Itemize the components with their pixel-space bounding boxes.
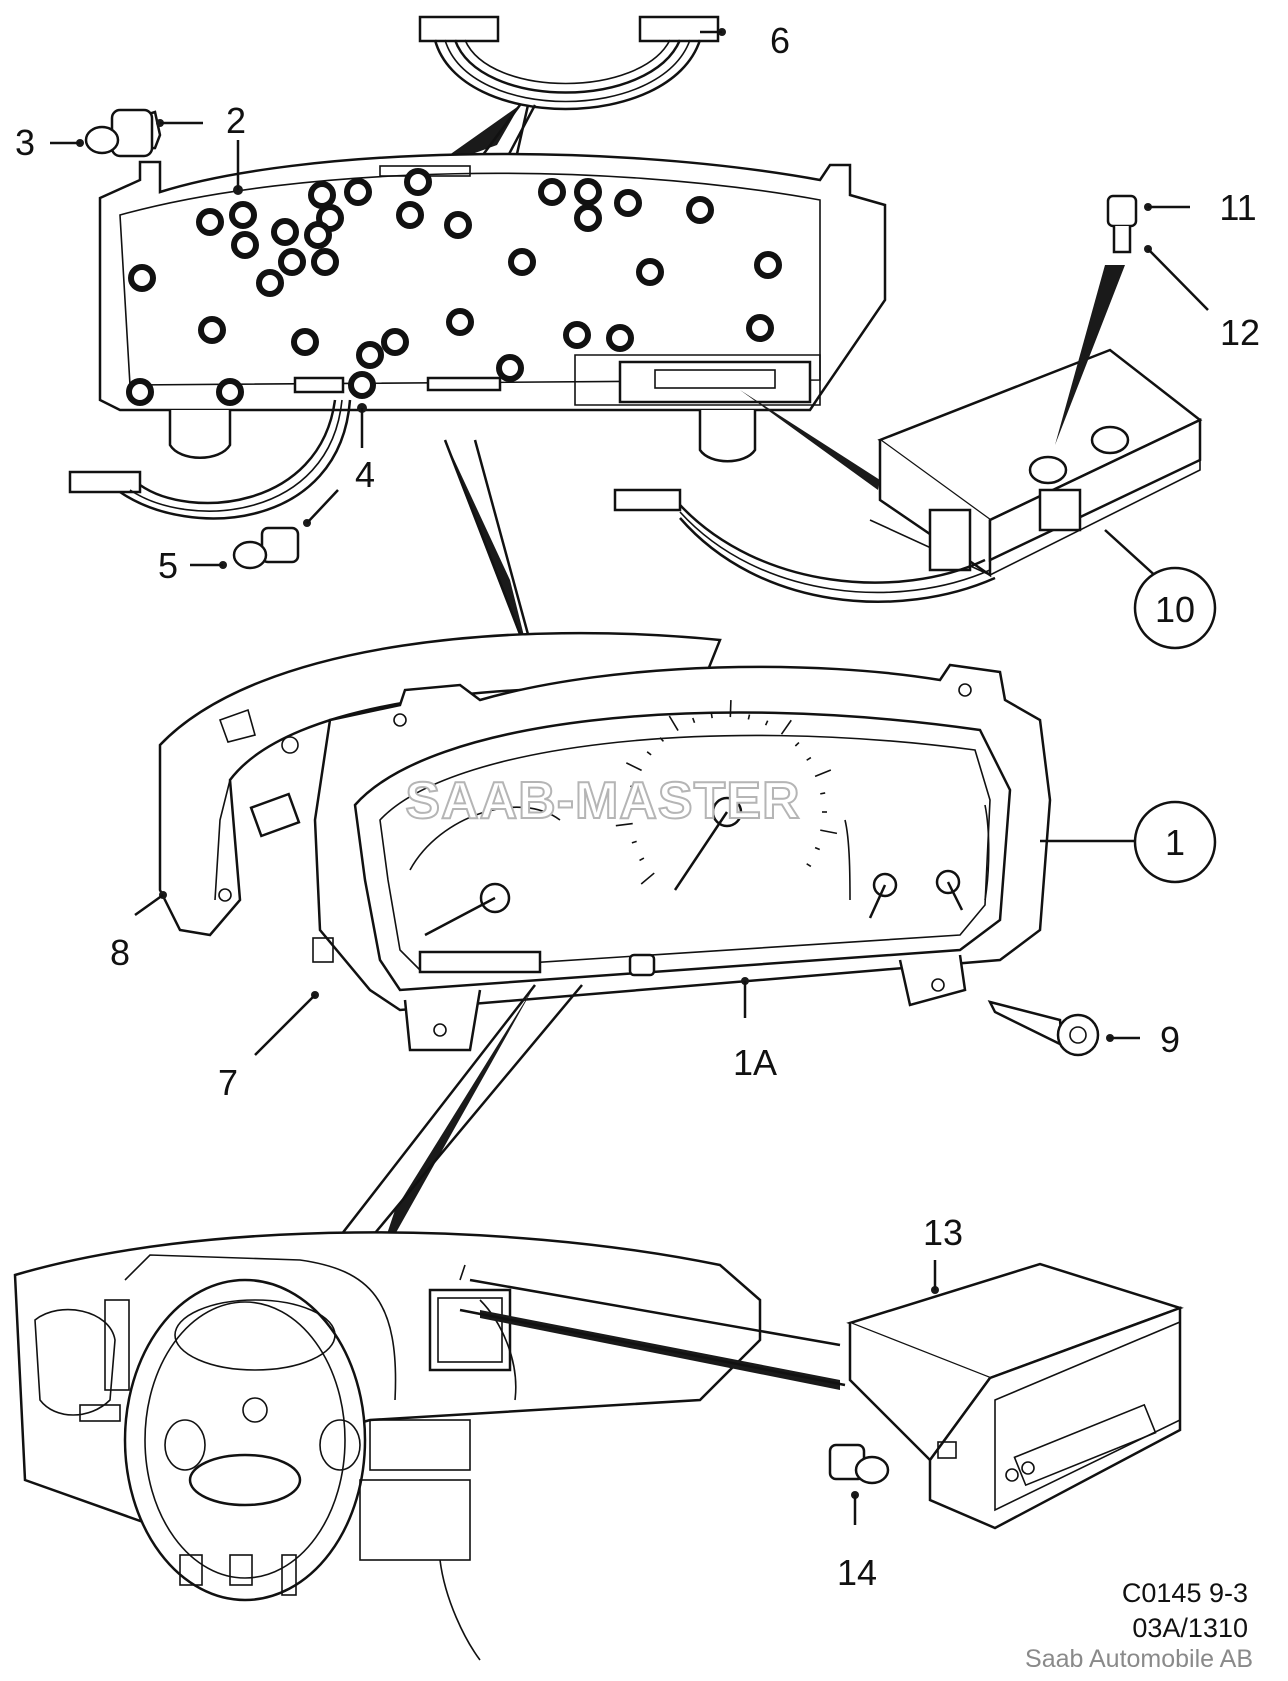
callout-13: 13	[923, 1212, 963, 1253]
lamp-hole	[689, 199, 711, 221]
lamp-hole	[609, 327, 631, 349]
callout-11: 11	[1219, 187, 1256, 228]
callout-9: 9	[1160, 1019, 1180, 1060]
callout-1: 1	[1165, 822, 1185, 863]
reference-code: C0145 9-3	[1122, 1578, 1248, 1608]
dashboard-overview	[15, 1232, 845, 1660]
lamp-hole	[447, 214, 469, 236]
lamp-hole	[749, 317, 771, 339]
bulb-3	[50, 127, 118, 153]
gauge-tick	[748, 715, 749, 720]
printed-circuit-board	[100, 154, 885, 461]
lamp-hole	[199, 211, 221, 233]
credit-text: Saab Automobile AB	[1025, 1645, 1253, 1673]
lamp-hole	[259, 272, 281, 294]
lamp-hole	[407, 171, 429, 193]
lamp-hole	[294, 331, 316, 353]
lamp-hole	[347, 181, 369, 203]
lamp-hole	[577, 207, 599, 229]
lamp-hole	[129, 381, 151, 403]
screw-9	[990, 1002, 1140, 1055]
callout-2-leader	[233, 140, 243, 195]
lamp-hole	[541, 181, 563, 203]
lamp-hole	[201, 319, 223, 341]
lamp-hole	[511, 251, 533, 273]
bulb-holder-14	[830, 1445, 888, 1525]
gauge-tick	[730, 700, 731, 717]
callout-4-leader	[357, 403, 367, 448]
instrument-cluster-1: SAAB-MASTER	[255, 665, 1135, 1055]
lamp-hole	[314, 251, 336, 273]
callout-1a: 1A	[733, 1042, 777, 1083]
gauge-tick	[711, 713, 712, 718]
callout-6: 6	[770, 20, 790, 61]
callout-8: 8	[110, 932, 130, 973]
lamp-hole	[307, 224, 329, 246]
callout-3: 3	[15, 122, 35, 163]
callout-4: 4	[355, 454, 375, 495]
lamp-hole	[384, 331, 406, 353]
callout-10: 10	[1155, 589, 1195, 630]
bulb-holder-2	[112, 110, 203, 156]
callout-12: 12	[1220, 312, 1260, 353]
callout-5: 5	[158, 545, 178, 586]
gauge-tick	[820, 793, 825, 794]
information-display-13	[850, 1260, 1180, 1528]
lamp-hole	[311, 184, 333, 206]
lamp-hole	[399, 204, 421, 226]
lamp-hole	[577, 181, 599, 203]
lamp-hole	[274, 221, 296, 243]
reference-date-code: 03A/1310	[1132, 1613, 1248, 1643]
lamp-hole	[131, 267, 153, 289]
callout-2: 2	[226, 100, 246, 141]
lamp-hole	[499, 357, 521, 379]
callout-14: 14	[837, 1552, 877, 1593]
lamp-hole	[566, 324, 588, 346]
lamp-hole	[232, 204, 254, 226]
lamp-hole	[449, 311, 471, 333]
lamp-hole	[351, 374, 373, 396]
lamp-hole	[617, 192, 639, 214]
lamp-hole	[359, 344, 381, 366]
watermark: SAAB-MASTER	[405, 772, 800, 830]
lamp-hole	[281, 251, 303, 273]
wiring-harness-6	[420, 17, 726, 109]
assembly-lines-middle	[445, 440, 535, 660]
lamp-hole	[234, 234, 256, 256]
lamp-hole	[639, 261, 661, 283]
lamp-hole	[757, 254, 779, 276]
lamp-hole	[219, 381, 241, 403]
callout-7: 7	[218, 1062, 238, 1103]
